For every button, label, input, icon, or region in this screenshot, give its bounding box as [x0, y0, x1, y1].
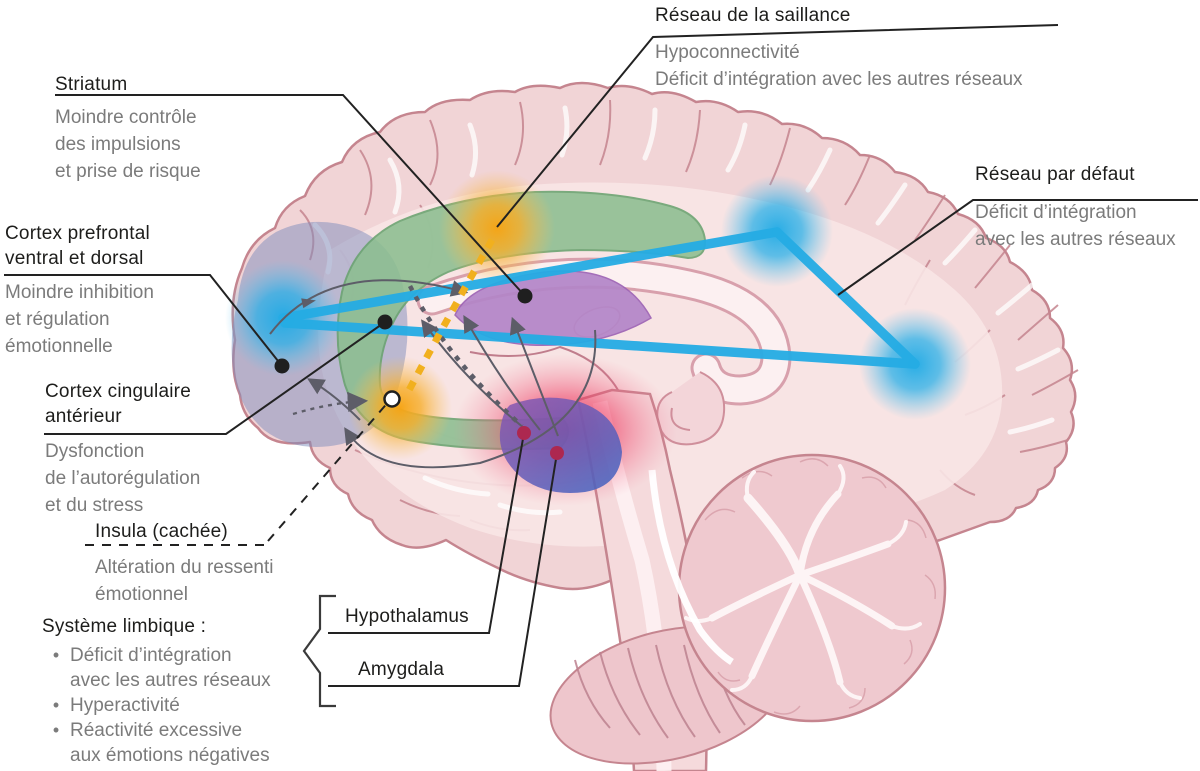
cingulate-line-1: Dysfonction: [45, 441, 145, 462]
leader-lines: [4, 24, 1198, 708]
insula-line-1: Altération du ressenti: [95, 557, 274, 578]
label-hypothalamus: Hypothalamus: [345, 604, 469, 629]
label-salience: Réseau de la saillance Hypoconnectivité …: [655, 3, 1023, 93]
cingulate-marker-dot: [377, 314, 393, 330]
striatum-marker-dot: [517, 288, 533, 304]
prefrontal-line-3: émotionnelle: [5, 336, 113, 357]
limbic-title: Système limbique :: [42, 616, 207, 637]
limbic-bullet-row: aux émotions négatives: [42, 743, 271, 768]
default-network-connections: [278, 227, 920, 369]
label-amygdala: Amygdala: [358, 657, 444, 682]
arbor-vitae: [684, 464, 922, 700]
striatum-line-1: Moindre contrôle: [55, 107, 197, 128]
prefrontal-title-2: ventral et dorsal: [5, 248, 144, 269]
salience-leader: [496, 24, 1059, 228]
salience-acc-node-glow: [439, 170, 555, 286]
arc-mid-arrowhead: [301, 298, 316, 309]
amygdala-marker-dot: [550, 446, 564, 460]
prefrontal-leader: [4, 274, 283, 367]
limbic-bullet-row: avec les autres réseaux: [42, 668, 271, 693]
prefrontal-line-1: Moindre inhibition: [5, 282, 154, 303]
insula-leader: [267, 399, 391, 542]
default-network-line-1: Déficit d’intégration: [975, 202, 1137, 223]
salience-title: Réseau de la saillance: [655, 5, 851, 26]
amygdala-title: Amygdala: [358, 659, 445, 680]
limbic-b1-line-1: Déficit d’intégration: [70, 645, 232, 666]
prefrontal-line-2: et régulation: [5, 309, 110, 330]
default-network-line-2: avec les autres réseaux: [975, 229, 1176, 250]
bullet-dot-icon: •: [52, 720, 60, 740]
striatum-line-2: des impulsions: [55, 134, 181, 155]
label-striatum: Striatum Moindre contrôle des impulsions…: [55, 72, 201, 185]
limbic-b1-line-2: avec les autres réseaux: [70, 670, 271, 691]
limbic-b2: Hyperactivité: [70, 695, 180, 716]
default-network-title: Réseau par défaut: [975, 164, 1135, 185]
limbic-b3-line-1: Réactivité excessive: [70, 720, 243, 741]
default-network-leader: [837, 199, 1198, 296]
label-limbic-system: Système limbique : • Déficit d’intégrati…: [42, 614, 271, 768]
label-cingulate: Cortex cingulaire antérieur Dysfonction …: [45, 379, 200, 519]
striatum-leader: [55, 94, 526, 297]
cingulate-title-1: Cortex cingulaire: [45, 381, 191, 402]
cingulate-leader: [44, 321, 386, 435]
amygdala-leader: [328, 452, 558, 687]
salience-line-1: Hypoconnectivité: [655, 42, 800, 63]
cingulate-line-3: et du stress: [45, 495, 144, 516]
connectivity-arrows: [269, 279, 597, 469]
insula-dashed-arrow: [292, 391, 369, 416]
insula-title: Insula (cachée): [95, 521, 228, 542]
bullet-dot-icon: •: [52, 645, 60, 665]
hypothalamus-title: Hypothalamus: [345, 606, 469, 627]
amygdala-region: [499, 397, 622, 494]
striatum-line-3: et prise de risque: [55, 161, 201, 182]
salience-internal-dashed-connection: [404, 238, 496, 394]
label-prefrontal: Cortex prefrontal ventral et dorsal Moin…: [5, 221, 154, 360]
label-default-network: Réseau par défaut Déficit d’intégration …: [975, 162, 1176, 253]
leader-dots: [274, 288, 564, 460]
acc-amygdala-dashed-connection: [407, 284, 524, 428]
insula-line-2: émotionnel: [95, 584, 188, 605]
prefrontal-title-1: Cortex prefrontal: [5, 223, 150, 244]
striatum-title: Striatum: [55, 74, 128, 95]
insula-marker-circle: [383, 390, 401, 408]
limbic-bullet-list: • Déficit d’intégration avec les autres …: [42, 643, 271, 768]
insula-node-glow: [348, 356, 452, 460]
cingulate-title-2: antérieur: [45, 406, 122, 427]
limbic-bracket: [302, 594, 336, 708]
limbic-bullet-row: • Réactivité excessive: [42, 718, 271, 743]
hypothalamus-marker-dot: [517, 426, 531, 440]
hypothalamus-leader: [328, 432, 525, 634]
cerebellum: [648, 453, 947, 723]
limbic-bullet-row: • Déficit d’intégration: [42, 643, 271, 668]
label-insula: Insula (cachée) Altération du ressenti é…: [95, 519, 274, 608]
fourth-ventricle-gap: [648, 469, 734, 665]
cingulate-line-2: de l’autorégulation: [45, 468, 201, 489]
salience-line-2: Déficit d’intégration avec les autres ré…: [655, 69, 1023, 90]
bullet-dot-icon: •: [52, 695, 60, 715]
limbic-b3-line-2: aux émotions négatives: [70, 745, 270, 766]
cerebellum-texture: [704, 458, 937, 715]
prefrontal-marker-dot: [274, 358, 290, 374]
limbic-bullet-row: • Hyperactivité: [42, 693, 271, 718]
